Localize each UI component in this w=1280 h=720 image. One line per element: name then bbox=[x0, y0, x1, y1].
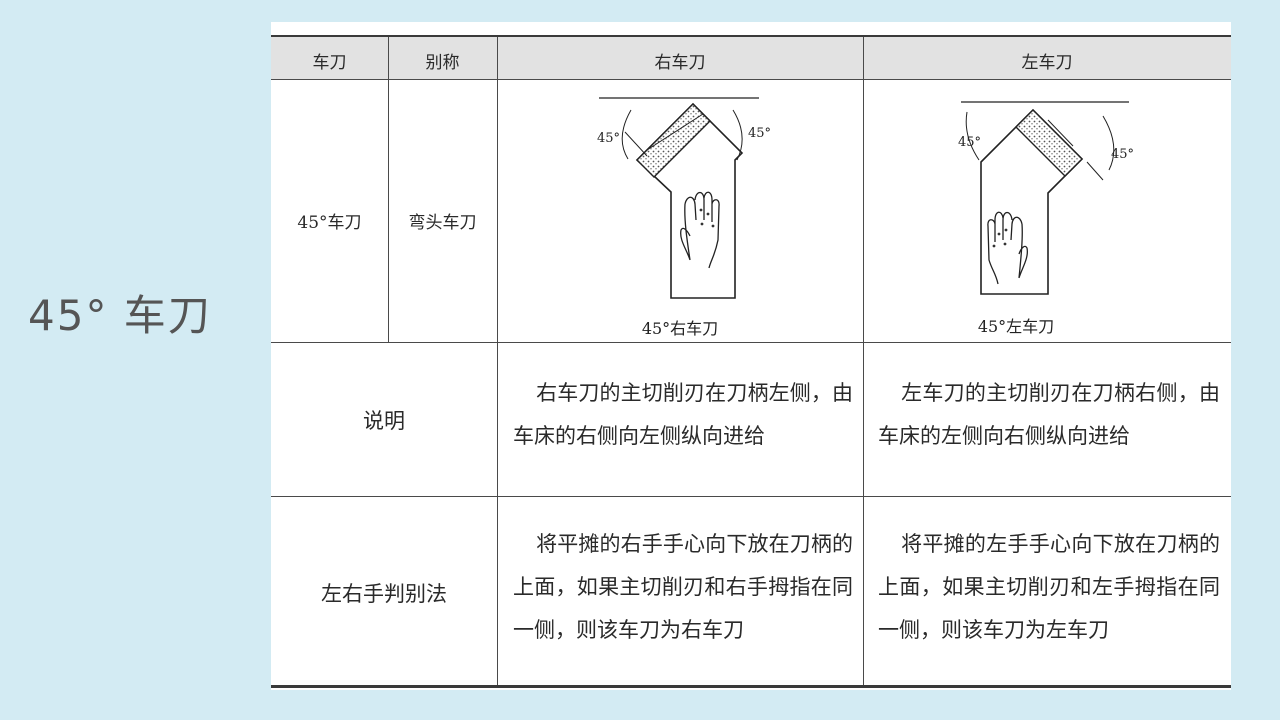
header-alias: 别称 bbox=[425, 53, 460, 73]
left-tool-hand-rule: 将平摊的左手手心向下放在刀柄的上面，如果主切削刃和左手拇指在同一侧，则该车刀为左… bbox=[878, 532, 1220, 642]
table-header-row bbox=[271, 37, 1231, 79]
col-divider-1 bbox=[388, 37, 389, 342]
header-right-tool: 右车刀 bbox=[654, 53, 706, 73]
right-tool-diagram: 45° 45° 45°右车刀 bbox=[597, 97, 771, 338]
cell-tool-name: 45°车刀 bbox=[297, 213, 362, 233]
right-tool-angle-left: 45° bbox=[597, 131, 620, 146]
col-divider-3 bbox=[863, 37, 864, 685]
top-rule bbox=[271, 35, 1231, 37]
slide-title: 45° 车刀 bbox=[28, 291, 212, 340]
row-hand-rule-label: 左右手判别法 bbox=[321, 582, 447, 606]
right-tool-angle-right: 45° bbox=[748, 126, 771, 141]
row1-divider bbox=[271, 342, 1231, 343]
cell-tool-alias: 弯头车刀 bbox=[408, 213, 477, 233]
right-tool-hand-rule: 将平摊的右手手心向下放在刀柄的上面，如果主切削刃和右手拇指在同一侧，则该车刀为右… bbox=[513, 532, 853, 642]
row-description-label: 说明 bbox=[363, 409, 405, 433]
bottom-rule bbox=[271, 685, 1231, 688]
left-tool-diagram: 45° 45° 45°左车刀 bbox=[958, 101, 1134, 336]
comparison-table: 车刀 别称 右车刀 左车刀 45°车刀 弯头车刀 45° 45° 45°右车刀 bbox=[271, 22, 1231, 690]
header-left-tool: 左车刀 bbox=[1021, 53, 1073, 73]
left-tool-description: 左车刀的主切削刃在刀柄右侧，由车床的左侧向右侧纵向进给 bbox=[878, 381, 1220, 448]
col-divider-2 bbox=[497, 37, 498, 685]
header-tool: 车刀 bbox=[312, 53, 347, 73]
right-tool-caption: 45°右车刀 bbox=[642, 319, 718, 338]
header-divider bbox=[271, 79, 1231, 80]
row2-divider bbox=[271, 496, 1231, 497]
left-tool-angle-right: 45° bbox=[1111, 147, 1134, 162]
left-tool-caption: 45°左车刀 bbox=[978, 317, 1054, 336]
left-tool-angle-left: 45° bbox=[958, 135, 981, 150]
right-tool-description: 右车刀的主切削刃在刀柄左侧，由车床的右侧向左侧纵向进给 bbox=[513, 381, 853, 448]
